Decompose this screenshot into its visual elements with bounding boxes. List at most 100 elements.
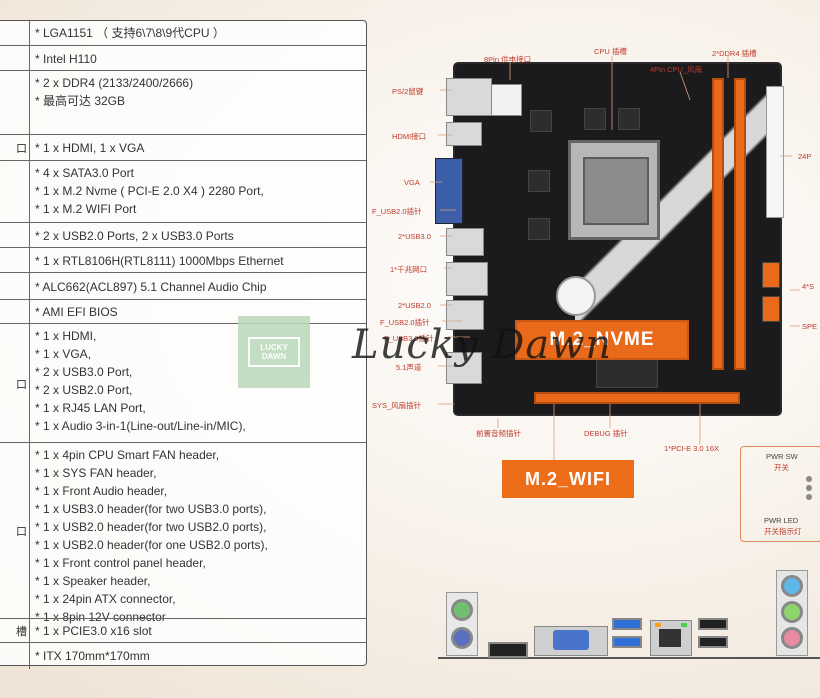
spec-row-label <box>0 248 30 273</box>
spec-line: * 1 x USB2.0 header(for two USB2.0 ports… <box>35 520 267 534</box>
spec-row-value: * 1 x 4pin CPU Smart FAN header, * 1 x SY… <box>35 446 362 626</box>
spec-line: * Intel H110 <box>35 51 97 66</box>
cpu-socket <box>568 140 660 240</box>
header-pins-icon <box>806 476 814 506</box>
annotation-f-usb30: F_USB3.0插针 <box>384 334 434 343</box>
lan-port <box>446 262 488 296</box>
spec-row: * 2 x USB2.0 Ports, 2 x USB3.0 Ports <box>0 222 366 248</box>
ps2-keyboard-port-icon <box>451 627 473 649</box>
spec-row-value: * 2 x DDR4 (2133/2400/2666)* 最高可达 32GB <box>35 74 362 110</box>
rear-usb20-ports <box>698 618 732 654</box>
spec-line: * 2 x USB3.0 Port, <box>35 365 133 379</box>
annotation-ddr4: 2*DDR4 插槽 <box>712 49 757 58</box>
spec-row-value: * Intel H110 <box>35 50 362 68</box>
spec-line: * 1 x RJ45 LAN Port, <box>35 401 146 415</box>
usb20-port-icon <box>698 636 728 648</box>
spec-row: * 4 x SATA3.0 Port * 1 x M.2 Nvme ( PCI-E… <box>0 160 366 223</box>
spec-row: * Intel H110 <box>0 45 366 71</box>
atx-24pin-connector <box>766 86 784 218</box>
annotation-sata: 4*S <box>802 282 815 291</box>
annotation-atx24: 24P <box>798 152 812 161</box>
spec-row-value: * AMI EFI BIOS <box>35 303 362 321</box>
spec-line: * 1 x M.2 WIFI Port <box>35 202 137 216</box>
spec-row: 槽 * 1 x PCIE3.0 x16 slot <box>0 618 366 643</box>
watermark-logo: LUCKY DAWN <box>238 316 310 388</box>
annotation-sys-fan: SYS_风扇插针 <box>372 401 422 410</box>
spec-line: * 1 x HDMI, <box>35 329 97 343</box>
annotation-f-usb20-a: F_USB2.0插针 <box>372 207 422 216</box>
ps2-rear-block <box>446 592 478 656</box>
spec-line: * 1 x 4pin CPU Smart FAN header, <box>35 448 220 462</box>
annotation-debug: DEBUG 插针 <box>584 429 628 438</box>
annotation-pwr-sw-sub: 开关 <box>774 463 789 472</box>
audio-port <box>446 352 482 384</box>
spec-line: * 1 x 8pin 12V connector <box>35 610 166 624</box>
dimm-slot-1 <box>712 78 724 370</box>
spec-line: * 2 x USB2.0 Ports, 2 x USB3.0 Ports <box>35 228 234 243</box>
audio-line-in-icon <box>781 575 803 597</box>
front-panel-diagram <box>740 446 820 542</box>
spec-row-label <box>0 643 30 669</box>
spec-line: * ITX 170mm*170mm <box>35 649 150 663</box>
mosfet-icon <box>618 108 640 130</box>
rear-usb30-ports <box>612 618 644 654</box>
rear-lan-block <box>650 620 692 656</box>
spec-row: * ITX 170mm*170mm <box>0 642 366 669</box>
watermark-logo-line2: DAWN <box>261 352 287 361</box>
spec-line: * 4 x SATA3.0 Port <box>35 166 134 180</box>
spec-row-value: * LGA1151 （ 支持6\7\8\9代CPU ） <box>35 24 362 42</box>
watermark-logo-line1: LUCKY <box>260 343 288 352</box>
annotation-usb20: 2*USB2.0 <box>398 301 431 310</box>
spec-line: * 1 x USB2.0 header(for one USB2.0 ports… <box>35 538 268 552</box>
spec-row-value: * ITX 170mm*170mm <box>35 647 362 665</box>
spec-row: * LGA1151 （ 支持6\7\8\9代CPU ） <box>0 21 366 45</box>
spec-row: 口 * 1 x HDMI, 1 x VGA <box>0 134 366 161</box>
usb30-port-icon <box>612 618 642 630</box>
mosfet-icon <box>528 218 550 240</box>
annotation-vga: VGA <box>404 178 420 187</box>
spec-line: * 1 x SYS FAN header, <box>35 466 157 480</box>
ps2-port <box>446 78 492 116</box>
spec-row: * 2 x DDR4 (2133/2400/2666)* 最高可达 32GB <box>0 70 366 135</box>
usb30-port-icon <box>612 636 642 648</box>
audio-line-out-icon <box>781 601 803 623</box>
vga-port <box>435 158 463 224</box>
spec-line: * 1 x VGA, <box>35 347 92 361</box>
spec-line: * 1 x Front control panel header, <box>35 556 206 570</box>
spec-table: * LGA1151 （ 支持6\7\8\9代CPU ） * Intel H110 *… <box>0 20 367 669</box>
annotation-pwr-sw: PWR SW <box>766 452 798 461</box>
spec-row-value: * 1 x HDMI, 1 x VGA <box>35 139 362 157</box>
spec-row-value: * 1 x RTL8106H(RTL8111) 1000Mbps Etherne… <box>35 252 362 270</box>
spec-row-label: 口 <box>0 135 30 161</box>
annotation-pcie: 1*PCI-E 3.0 16X <box>664 444 720 453</box>
spec-row-value: * 1 x PCIE3.0 x16 slot <box>35 622 362 640</box>
annotation-lan: 1*千兆网口 <box>390 265 428 274</box>
spec-row-value: * 4 x SATA3.0 Port * 1 x M.2 Nvme ( PCI-E… <box>35 164 362 218</box>
spec-row: * 1 x RTL8106H(RTL8111) 1000Mbps Etherne… <box>0 247 366 273</box>
spec-line: * 2 x DDR4 (2133/2400/2666) <box>35 76 194 90</box>
spec-line: * 1 x M.2 Nvme ( PCI-E 2.0 X4 ) 2280 Por… <box>35 184 264 198</box>
spec-row: * ALC662(ACL897) 5.1 Channel Audio Chip <box>0 272 366 300</box>
m2-wifi-label: M.2_WIFI <box>502 460 634 498</box>
pcie-x16-slot <box>534 392 740 404</box>
mosfet-icon <box>530 110 552 132</box>
spec-row: * AMI EFI BIOS <box>0 299 366 324</box>
sata-port <box>762 296 780 322</box>
cpu-socket-core <box>583 157 649 225</box>
annotation-f-usb20-b: F_USB2.0插针 <box>380 318 430 327</box>
usb20-port <box>446 300 484 330</box>
spec-line: * 1 x 24pin ATX connector, <box>35 592 176 606</box>
annotation-spe: SPE <box>802 322 818 331</box>
spec-line: * 1 x Speaker header, <box>35 574 151 588</box>
spec-row-label: 槽 <box>0 619 30 643</box>
annotation-cpu-socket: CPU 插槽 <box>594 47 627 56</box>
mosfet-icon <box>584 108 606 130</box>
spec-row-label: 口 <box>0 324 30 443</box>
annotation-8pin: 8Pin 供电接口 <box>484 55 532 64</box>
rear-hdmi-port-icon <box>488 642 528 658</box>
spec-line: * 1 x Front Audio header, <box>35 484 168 498</box>
rear-vga-block <box>534 626 608 656</box>
audio-mic-icon <box>781 627 803 649</box>
spec-row-label <box>0 300 30 324</box>
rear-io-baseline <box>438 657 820 659</box>
